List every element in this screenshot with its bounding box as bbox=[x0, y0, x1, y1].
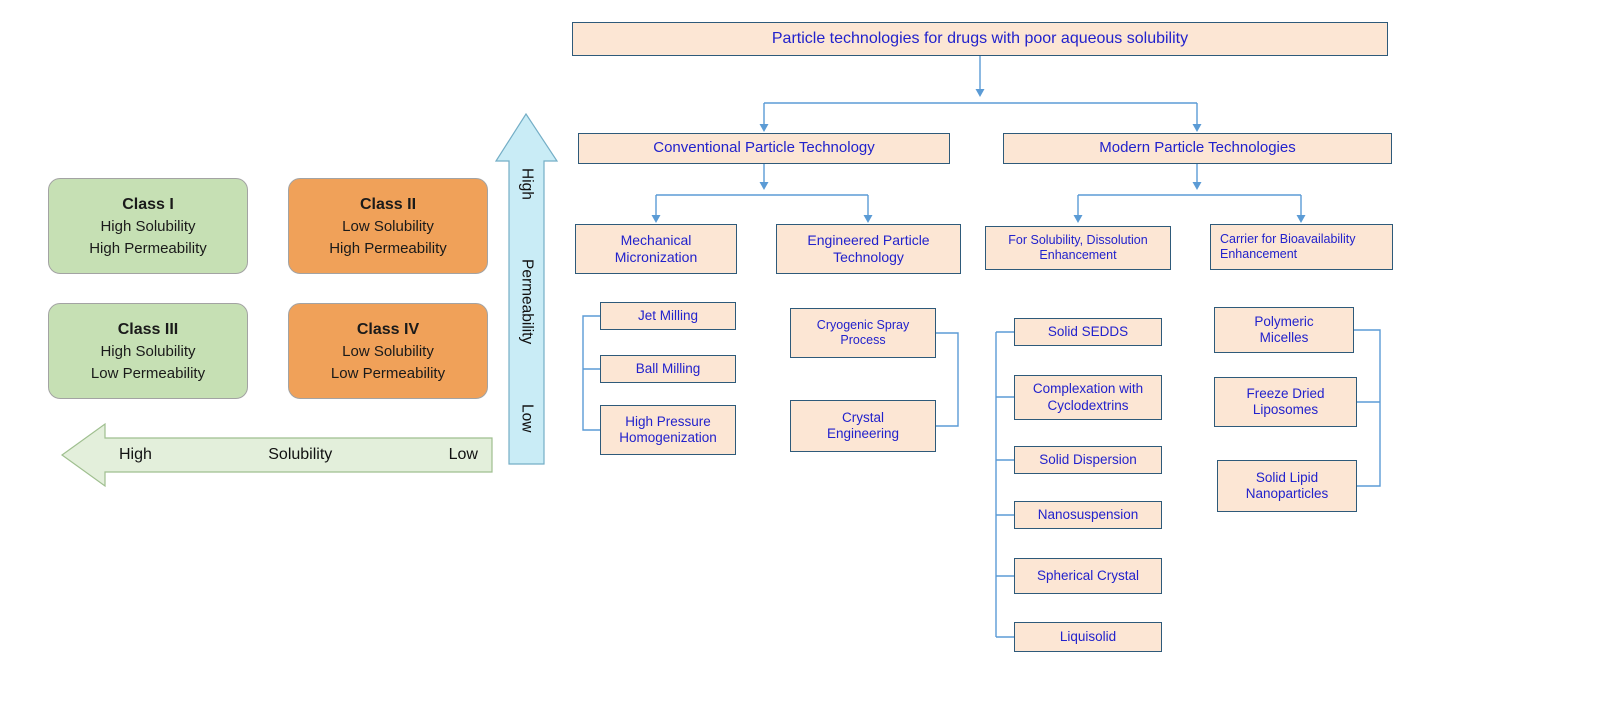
crystal-engineering-node: Crystal Engineering bbox=[790, 400, 936, 452]
high-pressure-homogenization-node: High Pressure Homogenization bbox=[600, 405, 736, 455]
bcs-class-1-permeability: High Permeability bbox=[89, 239, 207, 257]
liquisolid-node: Liquisolid bbox=[1014, 622, 1162, 652]
solubility-high-label: High bbox=[119, 446, 152, 463]
freeze-dried-liposomes-node: Freeze Dried Liposomes bbox=[1214, 377, 1357, 427]
mechanical-micronization-node: Mechanical Micronization bbox=[575, 224, 737, 274]
solid-dispersion-node: Solid Dispersion bbox=[1014, 446, 1162, 474]
permeability-low-label: Low bbox=[518, 403, 536, 432]
ball-milling-node: Ball Milling bbox=[600, 355, 736, 383]
connector-arrowheads bbox=[651, 89, 1306, 223]
bcs-class-4-box: Class IV Low Solubility Low Permeability bbox=[288, 303, 488, 399]
conventional-particle-technology-node: Conventional Particle Technology bbox=[578, 133, 950, 164]
bcs-class-1-title: Class I bbox=[122, 195, 174, 213]
bcs-class-4-title: Class IV bbox=[356, 320, 420, 338]
solubility-axis-labels: High Solubility Low bbox=[105, 438, 492, 472]
bcs-class-2-permeability: High Permeability bbox=[329, 239, 447, 257]
bcs-class-4-permeability: Low Permeability bbox=[330, 364, 446, 382]
bcs-class-2-title: Class II bbox=[359, 195, 417, 213]
connector-lines bbox=[582, 56, 1381, 638]
bcs-class-3-box: Class III High Solubility Low Permeabili… bbox=[48, 303, 248, 399]
solubility-dissolution-enhancement-node: For Solubility, Dissolution Enhancement bbox=[985, 226, 1171, 270]
bcs-class-3-title: Class III bbox=[117, 320, 179, 338]
bcs-class-3-solubility: High Solubility bbox=[100, 342, 196, 360]
bcs-class-1-solubility: High Solubility bbox=[100, 217, 196, 235]
spherical-crystal-node: Spherical Crystal bbox=[1014, 558, 1162, 594]
bcs-class-3-permeability: Low Permeability bbox=[90, 364, 206, 382]
cryogenic-spray-process-node: Cryogenic Spray Process bbox=[790, 308, 936, 358]
permeability-axis-labels: High Permeability Low bbox=[506, 168, 547, 432]
jet-milling-node: Jet Milling bbox=[600, 302, 736, 330]
solid-lipid-nanoparticles-node: Solid Lipid Nanoparticles bbox=[1217, 460, 1357, 512]
polymeric-micelles-node: Polymeric Micelles bbox=[1214, 307, 1354, 353]
solid-sedds-node: Solid SEDDS bbox=[1014, 318, 1162, 346]
solubility-arrow bbox=[60, 422, 493, 488]
permeability-high-label: High bbox=[518, 168, 536, 200]
solubility-low-label: Low bbox=[448, 446, 478, 463]
flowchart-root-node: Particle technologies for drugs with poo… bbox=[572, 22, 1388, 56]
carrier-bioavailability-enhancement-node: Carrier for Bioavailability Enhancement bbox=[1210, 224, 1393, 270]
modern-particle-technologies-node: Modern Particle Technologies bbox=[1003, 133, 1392, 164]
bcs-class-1-box: Class I High Solubility High Permeabilit… bbox=[48, 178, 248, 274]
nanosuspension-node: Nanosuspension bbox=[1014, 501, 1162, 529]
engineered-particle-technology-node: Engineered Particle Technology bbox=[776, 224, 961, 274]
solubility-axis-title: Solubility bbox=[268, 446, 333, 463]
permeability-axis-title: Permeability bbox=[518, 259, 536, 345]
bcs-class-2-solubility: Low Solubility bbox=[342, 217, 434, 235]
complexation-cyclodextrins-node: Complexation with Cyclodextrins bbox=[1014, 375, 1162, 420]
bcs-class-2-box: Class II Low Solubility High Permeabilit… bbox=[288, 178, 488, 274]
permeability-arrow bbox=[494, 112, 559, 465]
bcs-class-4-solubility: Low Solubility bbox=[342, 342, 434, 360]
